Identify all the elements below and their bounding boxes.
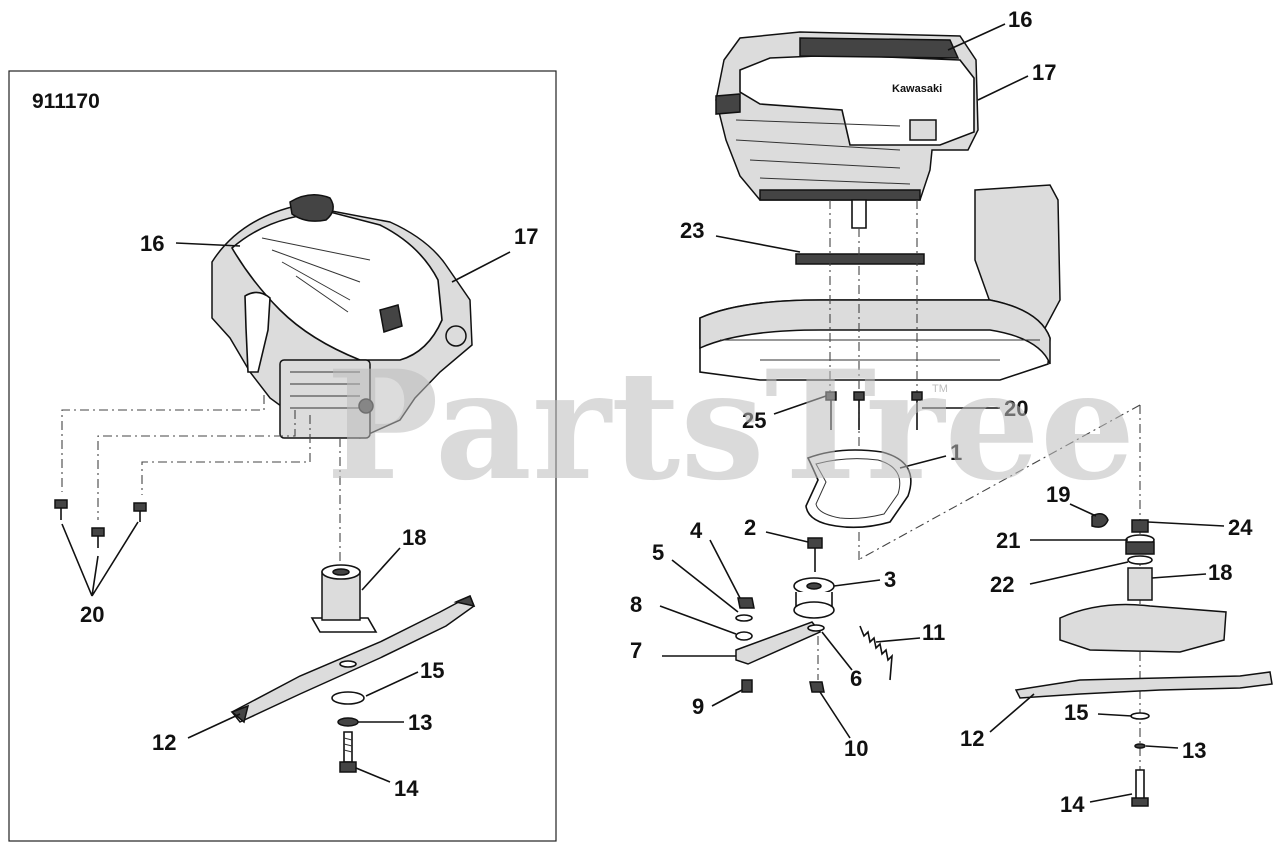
right-washer-22 [1127, 555, 1153, 565]
callout-left-20: 20 [80, 602, 104, 627]
callout-right-17: 17 [1032, 60, 1056, 85]
right-spring-11 [859, 625, 893, 681]
callout-right-23: 23 [680, 218, 704, 243]
leader-left-20 [61, 521, 139, 597]
callout-right-3: 3 [884, 567, 896, 592]
inset-panel-frame [8, 70, 557, 842]
right-bolt-2 [807, 537, 823, 572]
left-guide-line-2 [97, 410, 296, 520]
callout-left-18: 18 [402, 525, 426, 550]
callout-right-2: 2 [744, 515, 756, 540]
callout-right-18: 18 [1208, 560, 1232, 585]
leader-left-18 [361, 547, 401, 591]
callout-right-7: 7 [630, 638, 642, 663]
right-spacer-23 [795, 253, 925, 265]
left-engine [211, 194, 473, 439]
callout-left-15: 15 [420, 658, 444, 683]
right-nut-4 [737, 597, 755, 609]
right-cap-24 [1131, 519, 1149, 533]
right-deck-bolts [825, 391, 923, 430]
watermark-tm: TM [932, 383, 948, 395]
callout-right-22: 22 [990, 572, 1014, 597]
right-bolt-9 [741, 679, 753, 693]
callout-left-17: 17 [514, 224, 538, 249]
model-number: 911170 [32, 90, 100, 113]
right-spindle-housing [1059, 603, 1227, 653]
callout-right-14: 14 [1060, 792, 1085, 817]
right-leaders [659, 23, 1225, 803]
right-idler-arm-7 [735, 621, 822, 665]
right-blade-12 [1014, 671, 1273, 699]
right-belt-inner [815, 458, 901, 519]
left-bolt-14 [339, 731, 357, 773]
callout-left-13: 13 [408, 710, 432, 735]
right-lockwasher-13 [1134, 743, 1146, 749]
watermark: PartsTree [326, 338, 1135, 514]
left-guide-line-3 [141, 415, 311, 495]
right-washer-15 [1130, 712, 1150, 720]
left-blade-adapter [310, 564, 378, 633]
callout-left-12: 12 [152, 730, 176, 755]
right-pulley-21 [1125, 534, 1155, 555]
callout-right-11: 11 [922, 620, 945, 645]
right-key-19 [1091, 513, 1109, 528]
callout-right-10: 10 [844, 736, 868, 761]
left-washer-15 [331, 691, 365, 705]
left-bolt-b [91, 527, 105, 548]
callout-right-19: 19 [1046, 482, 1070, 507]
callout-right-15: 15 [1064, 700, 1088, 725]
left-guide-line-1 [61, 395, 265, 492]
left-blade [230, 594, 476, 724]
engine-brand: Kawasaki [892, 83, 942, 95]
callout-right-20: 20 [1004, 396, 1028, 421]
right-diagonal-guide [857, 404, 1141, 561]
callout-right-12: 12 [960, 726, 984, 751]
callout-right-6: 6 [850, 666, 862, 691]
callout-right-24: 24 [1228, 515, 1253, 540]
right-engine: Kawasaki [715, 31, 979, 229]
callout-right-21: 21 [996, 528, 1020, 553]
leader-left-16 [175, 242, 241, 247]
leader-left-14 [355, 767, 391, 783]
left-bolt-c [133, 502, 147, 522]
callout-right-9: 9 [692, 694, 704, 719]
left-bolt-a [54, 499, 68, 520]
callout-left-14: 14 [394, 776, 419, 801]
right-washer-5 [735, 614, 753, 622]
right-washer-8 [735, 631, 753, 641]
right-nut-10 [809, 681, 825, 693]
right-drive-belt [805, 449, 912, 529]
right-bolt-14 [1131, 769, 1149, 807]
leader-left-15 [365, 671, 419, 697]
callout-right-8: 8 [630, 592, 642, 617]
leader-left-17 [451, 251, 511, 283]
callout-right-4: 4 [690, 518, 703, 543]
right-mower-deck [699, 184, 1061, 381]
callout-right-1: 1 [950, 440, 962, 465]
right-spacer-6 [807, 624, 825, 632]
callout-right-16: 16 [1008, 7, 1032, 32]
leader-left-12 [187, 713, 241, 739]
callout-left-16: 16 [140, 231, 164, 256]
callout-right-25: 25 [742, 408, 766, 433]
callout-right-5: 5 [652, 540, 664, 565]
callout-right-13: 13 [1182, 738, 1206, 763]
left-lockwasher-13 [337, 717, 359, 727]
right-adapter-18 [1127, 567, 1153, 601]
right-idler-pulley-3 [793, 577, 835, 619]
